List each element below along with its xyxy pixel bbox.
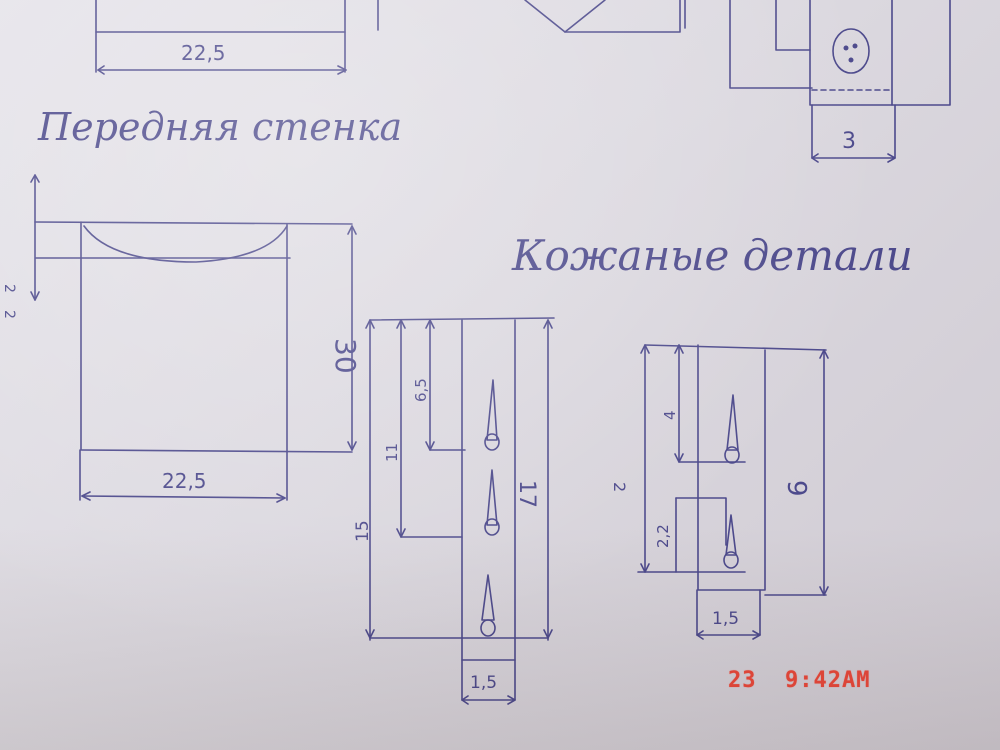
dim-strap1-d3: 15: [353, 520, 373, 542]
dim-strap1-width: 1,5: [470, 673, 497, 693]
top-left-partial-drawing: 22,5: [95, 0, 379, 75]
dim-strap2-d4: 9: [781, 480, 811, 497]
dim-strap2-width: 1,5: [712, 609, 739, 629]
dim-strap1-d4: 17: [514, 480, 539, 508]
heading-leather-parts: Кожаные детали: [511, 231, 913, 280]
dim-front-wall-height: 30: [329, 338, 362, 374]
dim-strap1-d1: 6,5: [412, 378, 430, 402]
dim-strap2-d1: 4: [661, 410, 679, 420]
top-middle-partial-drawing: [524, 0, 686, 33]
top-right-partial-drawing: 3: [729, 0, 951, 163]
dim-top-right-width: 3: [842, 129, 856, 154]
front-wall-drawing: 30 22,5 2 2: [1, 174, 362, 503]
camera-timestamp: 23 9:42AM: [728, 668, 871, 693]
leather-strap-long: 6,5 11 15 17 1,5: [353, 317, 555, 705]
heading-front-wall: Передняя стенка: [37, 105, 402, 149]
dim-front-wall-width: 22,5: [162, 469, 207, 493]
dim-strap2-d3: 2,2: [654, 524, 672, 548]
dim-front-wall-offset-b: 2: [1, 310, 17, 319]
dim-strap1-d2: 11: [383, 443, 401, 462]
dim-top-left-width: 22,5: [181, 41, 226, 65]
leather-strap-short: 4 2 2,2 9 1,5: [610, 344, 829, 640]
dim-front-wall-offset-a: 2: [1, 284, 17, 293]
dim-strap2-d2: 2: [610, 482, 629, 492]
